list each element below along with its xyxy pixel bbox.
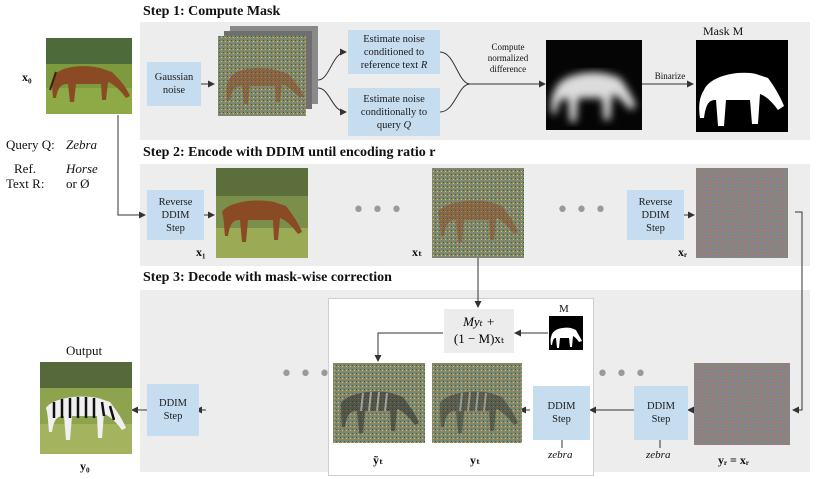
x1-image <box>216 168 308 258</box>
noisy-horse-stack <box>216 26 320 120</box>
ref-value-or-empty: or Ø <box>66 176 90 191</box>
y-tilde-label: ỹₜ <box>373 453 384 467</box>
step3-title: Step 3: Decode with mask-wise correction <box>143 270 392 285</box>
xr-label: xᵣ <box>678 245 688 259</box>
y0-label: y₀ <box>80 459 90 473</box>
xt-image <box>432 168 524 258</box>
ref-label-line1: Ref. <box>14 161 37 176</box>
yt-label: yₜ <box>470 453 481 467</box>
mask-small-title: M <box>559 303 569 315</box>
ddim-step-right: DDIM Step <box>634 386 688 440</box>
step1-title: Step 1: Compute Mask <box>143 4 281 19</box>
estimate-query-box: Estimate noise conditionally to query Q <box>348 88 440 136</box>
ddim-step-output: DDIM Step <box>147 384 199 436</box>
ref-label-line2: Text R: <box>6 176 45 191</box>
zebra-output-image <box>40 362 132 454</box>
ellipsis-step3-left: ••• <box>280 362 337 387</box>
gaussian-noise-box: Gaussian noise <box>147 62 201 106</box>
step2-title: Step 2: Encode with DDIM until encoding … <box>143 145 436 160</box>
zebra-prompt-2: zebra <box>646 449 671 461</box>
x0-label: x₀ <box>22 70 32 84</box>
output-title: Output <box>66 343 103 358</box>
estimate-ref-box: Estimate noise conditioned to reference … <box>348 30 440 74</box>
reverse-ddim-step-1: Reverse DDIM Step <box>147 190 204 240</box>
binarize-label: Binarize <box>654 71 686 81</box>
yr-eq-label: yᵣ = xᵣ <box>718 453 749 467</box>
query-value: Zebra <box>66 137 98 152</box>
ddim-step-inner: DDIM Step <box>533 386 590 440</box>
compute-diff-label: Compute normalized difference <box>487 42 529 74</box>
formula-box: Myₜ + (1 − M)xₜ <box>444 309 514 353</box>
difference-map-image <box>546 40 642 130</box>
yr-image <box>694 363 790 445</box>
ellipsis-step2-2: ••• <box>556 198 613 223</box>
ellipsis-step2-1: ••• <box>352 198 409 223</box>
ref-value-horse: Horse <box>66 161 98 176</box>
zebra-prompt-1: zebra <box>548 449 573 461</box>
yt-image <box>432 363 522 443</box>
ellipsis-step3-right: ••• <box>596 362 653 387</box>
binary-mask-image <box>696 40 788 132</box>
xr-image <box>696 168 788 258</box>
mask-small-image <box>549 316 583 350</box>
y-tilde-image <box>333 363 425 443</box>
x1-label: x₁ <box>196 245 206 259</box>
horse-input-image <box>46 38 132 114</box>
reverse-ddim-step-2: Reverse DDIM Step <box>627 190 684 240</box>
query-label: Query Q: <box>6 137 55 152</box>
xt-label: xₜ <box>412 245 423 259</box>
mask-title: Mask M <box>703 24 744 38</box>
